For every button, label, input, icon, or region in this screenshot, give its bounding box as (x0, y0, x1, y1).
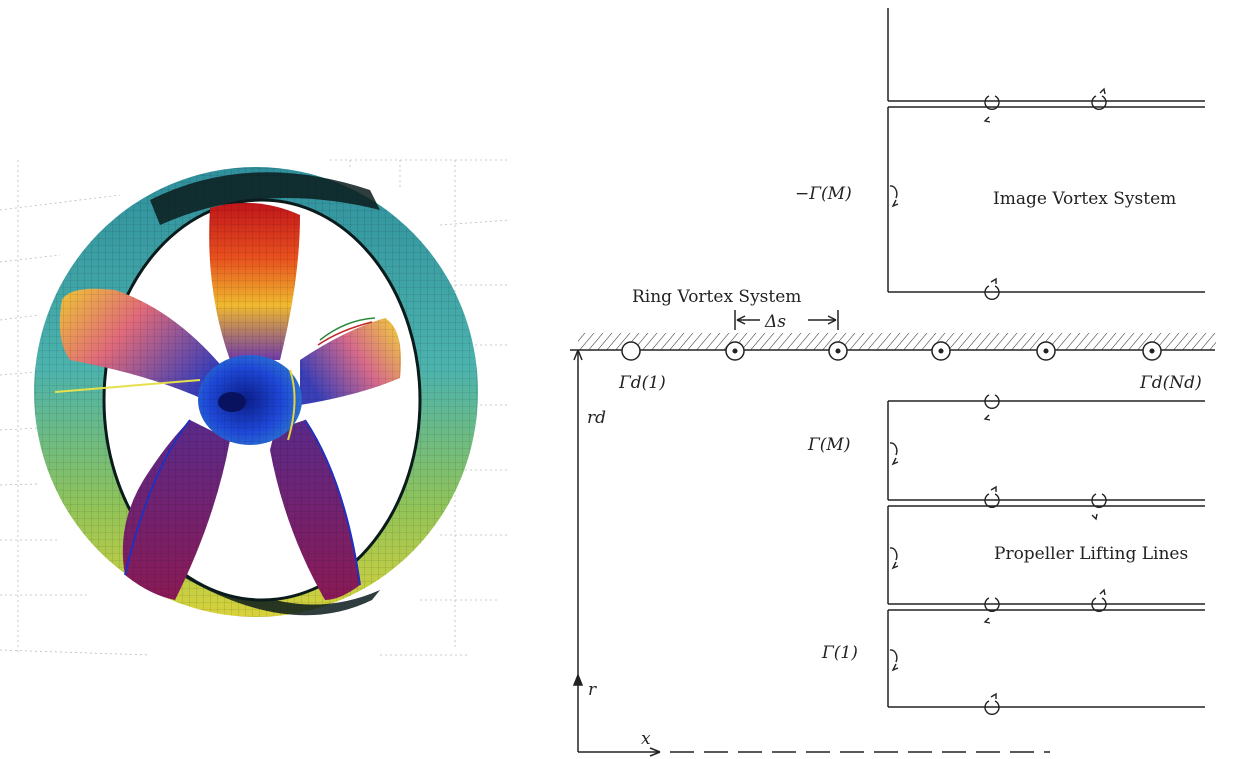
label-r-d: rd (587, 408, 606, 428)
schematic-labels: Image Vortex System Ring Vortex System P… (587, 184, 1202, 749)
ring-vortex-circles (621, 341, 1162, 361)
vortex-schematic (570, 8, 1216, 757)
label-x: x (641, 729, 651, 749)
label-gamma-d-1: Γd(1) (618, 373, 666, 393)
label-propeller-lifting-lines: Propeller Lifting Lines (994, 544, 1188, 564)
ducted-propeller-illustration (0, 159, 511, 656)
label-r: r (588, 680, 597, 700)
duct-wall (570, 333, 1216, 351)
label-neg-gamma-m: −Γ(M) (795, 184, 852, 204)
blade-right (300, 318, 401, 405)
propeller-blades (54, 202, 401, 600)
propeller-lifting-lines (887, 400, 1205, 708)
blade-lower-right (270, 419, 361, 600)
label-image-vortex-system: Image Vortex System (993, 189, 1176, 209)
label-gamma-d-nd: Γd(Nd) (1139, 373, 1202, 393)
circulation-arrows (889, 87, 1107, 716)
delta-s-dimension (734, 310, 839, 330)
blade-lower-left (122, 419, 230, 600)
propeller-hub (198, 355, 302, 445)
label-gamma-m: Γ(M) (807, 435, 850, 455)
blade-left (59, 288, 225, 400)
label-delta-s: Δs (764, 312, 786, 332)
axes (572, 349, 1050, 757)
blade-upper (209, 202, 300, 360)
label-ring-vortex-system: Ring Vortex System (632, 287, 801, 307)
image-vortex-lines (887, 8, 1205, 293)
label-gamma-1: Γ(1) (821, 643, 858, 663)
